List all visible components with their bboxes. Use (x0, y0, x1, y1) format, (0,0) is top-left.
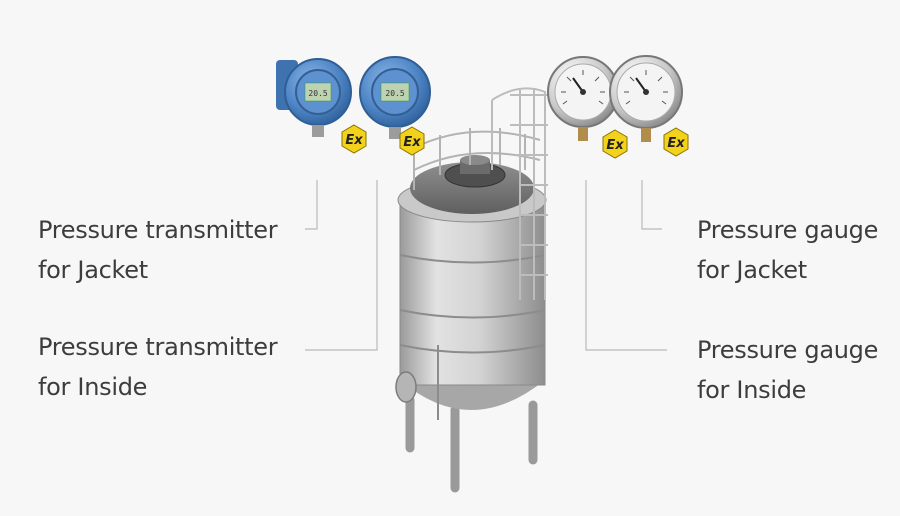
leader-line-pg-inside (585, 180, 667, 351)
pressure-gauge-jacket-icon (547, 56, 619, 141)
pressure-gauge-inside-icon (609, 55, 683, 142)
label-line: Pressure transmitter (38, 333, 278, 361)
leader-line-pg-jacket (641, 180, 662, 230)
label-pressure-transmitter-jacket: Pressure transmitter for Jacket (38, 210, 278, 290)
svg-text:20.5: 20.5 (308, 89, 327, 98)
atex-ex-badge-icon (399, 126, 425, 156)
leader-line-pt-inside (305, 180, 378, 351)
pressure-transmitter-inside-icon: 20.5 (359, 56, 431, 139)
atex-ex-badge-icon (663, 127, 689, 157)
label-line: Pressure gauge (697, 216, 879, 244)
label-line: Pressure gauge (697, 336, 879, 364)
vessel-tank-icon (395, 87, 548, 493)
pressure-transmitter-jacket-icon: 20.5 (276, 58, 352, 137)
label-line: for Inside (697, 376, 807, 404)
label-line: Pressure transmitter (38, 216, 278, 244)
leader-line-pt-jacket (305, 180, 318, 230)
svg-text:20.5: 20.5 (385, 89, 404, 98)
label-pressure-gauge-jacket: Pressure gauge for Jacket (697, 210, 878, 290)
leader-lines (305, 180, 667, 351)
label-pressure-transmitter-inside: Pressure transmitter for Inside (38, 327, 278, 407)
atex-ex-badge-icon (341, 124, 367, 154)
label-line: for Jacket (38, 256, 148, 284)
label-line: for Inside (38, 373, 148, 401)
atex-ex-badge-icon (602, 129, 628, 159)
label-line: for Jacket (697, 256, 807, 284)
label-pressure-gauge-inside: Pressure gauge for Inside (697, 330, 878, 410)
